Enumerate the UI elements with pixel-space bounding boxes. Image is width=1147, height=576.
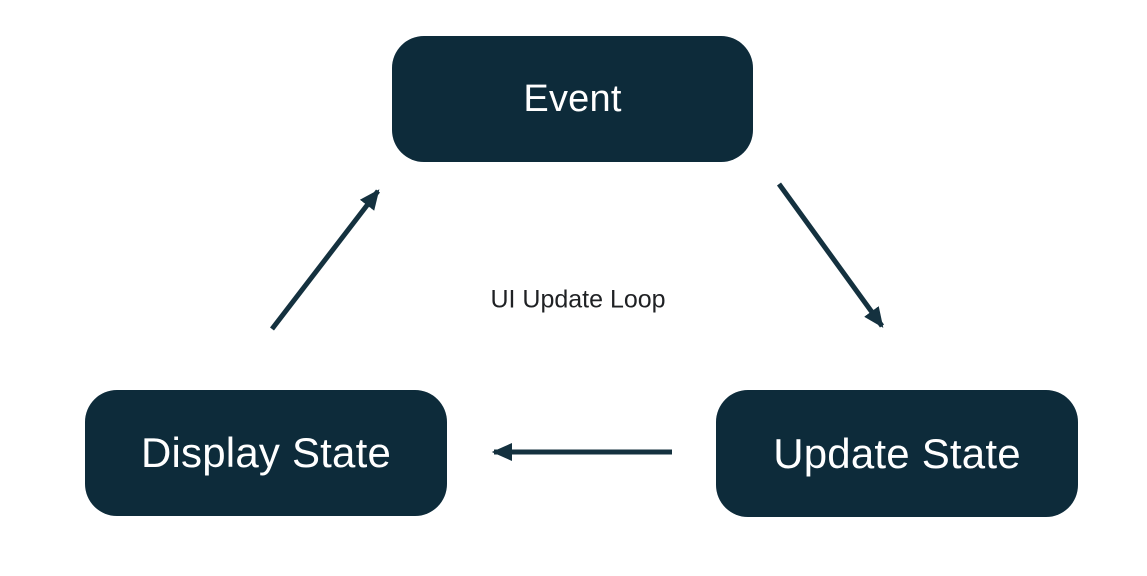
node-event-label: Event — [523, 77, 622, 120]
diagram-title: UI Update Loop — [490, 285, 666, 314]
node-event: Event — [392, 36, 753, 162]
arrow-display-state-to-event — [270, 189, 380, 331]
node-display-state-label: Display State — [140, 429, 392, 476]
arrow-event-to-update-state — [776, 182, 885, 328]
node-update-state-label: Update State — [773, 429, 1021, 477]
node-update-state: Update State — [716, 390, 1078, 517]
node-display-state: Display State — [85, 390, 447, 516]
